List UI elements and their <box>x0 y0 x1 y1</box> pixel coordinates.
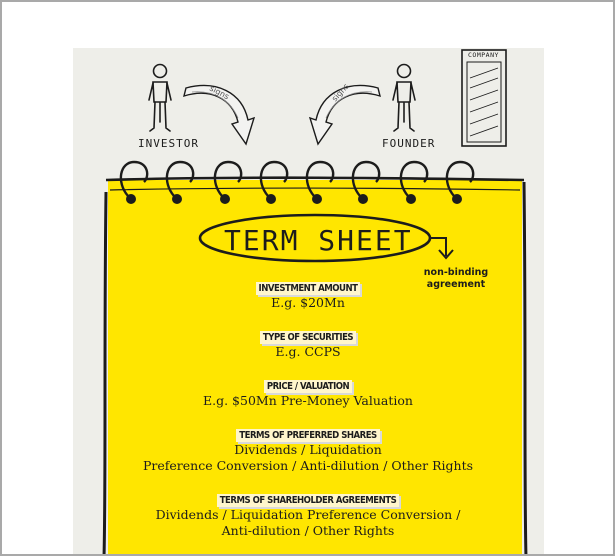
section-type-of-securities: TYPE OF SECURITIES E.g. CCPS <box>112 325 504 360</box>
section-price-valuation: PRICE / VALUATION E.g. $50Mn Pre-Money V… <box>112 374 504 409</box>
investor-signs-arrow <box>183 84 256 146</box>
section-preferred-shares: TERMS OF PREFERRED SHARES Dividends / Li… <box>112 423 504 474</box>
section-value: E.g. CCPS <box>275 344 341 359</box>
investor-figure <box>148 63 172 132</box>
section-value: E.g. $20Mn <box>271 295 345 310</box>
section-heading: PRICE / VALUATION <box>263 380 353 393</box>
term-sheet-sections: INVESTMENT AMOUNT E.g. $20Mn TYPE OF SEC… <box>112 276 504 553</box>
section-value: Preference Conversion / Anti-dilution / … <box>142 458 474 473</box>
investor-label: INVESTOR <box>138 137 199 150</box>
founder-label: FOUNDER <box>382 137 436 150</box>
section-heading: TERMS OF PREFERRED SHARES <box>236 429 380 442</box>
section-value: E.g. $50Mn Pre-Money Valuation <box>203 393 413 408</box>
company-label: COMPANY <box>468 51 499 59</box>
founder-figure <box>392 63 416 132</box>
section-heading: TYPE OF SECURITIES <box>259 331 357 344</box>
section-investment-amount: INVESTMENT AMOUNT E.g. $20Mn <box>112 276 504 311</box>
notepad <box>102 160 528 554</box>
section-value: Anti-dilution / Other Rights <box>221 523 395 538</box>
company-building-icon <box>461 49 507 147</box>
section-heading: INVESTMENT AMOUNT <box>255 282 361 295</box>
section-shareholder-agreements: TERMS OF SHAREHOLDER AGREEMENTS Dividend… <box>112 488 504 539</box>
section-value: Dividends / Liquidation Preference Conve… <box>155 507 461 522</box>
founder-signs-arrow <box>308 84 381 146</box>
section-heading: TERMS OF SHAREHOLDER AGREEMENTS <box>216 494 400 507</box>
term-sheet-title: TERM SHEET <box>224 224 413 257</box>
non-binding-note: non-binding agreement <box>423 267 489 290</box>
section-value: Dividends / Liquidation <box>234 442 382 457</box>
